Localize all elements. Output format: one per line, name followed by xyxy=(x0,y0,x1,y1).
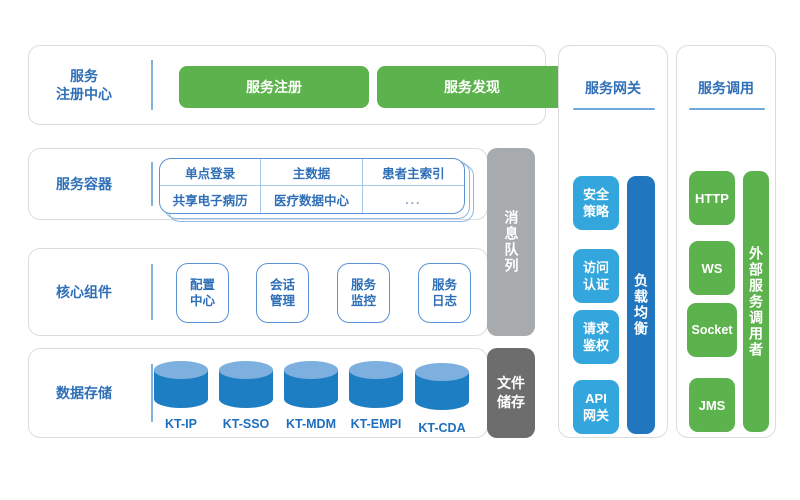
table-cell[interactable]: 患者主索引 xyxy=(362,159,464,186)
file-storage-box[interactable]: 文件 储存 xyxy=(487,348,535,438)
core-box-line-1: 配置 xyxy=(189,278,215,292)
panel-divider xyxy=(573,108,655,110)
label-line-1: 数据存储 xyxy=(56,385,112,401)
data-storage-card: 数据存储 KT-IP KT-SSO KT-MDM KT-EMPI KT-CDA xyxy=(28,348,488,438)
service-registry-label: 服务 注册中心 xyxy=(29,67,139,103)
gateway-tile-access-auth[interactable]: 访问 认证 xyxy=(573,249,619,303)
table-cell[interactable]: 单点登录 xyxy=(160,159,262,186)
cylinder-top xyxy=(219,361,273,379)
service-container-table: 单点登录 主数据 患者主索引 共享电子病历 医疗数据中心 ... xyxy=(159,158,465,214)
tile-line-1: API xyxy=(585,391,607,406)
tile-line-2: 网关 xyxy=(582,408,609,423)
core-components-label: 核心组件 xyxy=(29,283,139,301)
tile-line-1: JMS xyxy=(698,397,726,413)
service-gateway-panel: 服务网关 安全 策略 访问 认证 请求 鉴权 API 网关 负载均衡 xyxy=(558,45,668,438)
gateway-tile-security-policy[interactable]: 安全 策略 xyxy=(573,176,619,230)
tile-line-1: 请求 xyxy=(582,321,609,336)
tile-line-2: 鉴权 xyxy=(582,338,609,353)
row-divider xyxy=(151,162,153,206)
file-storage-line-2: 储存 xyxy=(497,394,525,410)
label-line-1: 服务容器 xyxy=(56,176,112,192)
core-box-line-2: 中心 xyxy=(189,294,215,308)
load-balancer-bar[interactable]: 负载均衡 xyxy=(627,176,655,434)
service-register-label: 服务注册 xyxy=(246,79,302,95)
core-box-line-2: 监控 xyxy=(350,294,376,308)
database-cylinder-kt-empi[interactable] xyxy=(349,361,403,413)
core-box-service-monitor[interactable]: 服务 监控 xyxy=(337,263,390,323)
service-registry-card: 服务 注册中心 服务注册 服务发现 xyxy=(28,45,567,125)
cylinder-top xyxy=(284,361,338,379)
service-register-button[interactable]: 服务注册 xyxy=(179,66,369,108)
tile-line-2: 认证 xyxy=(582,277,609,292)
service-invocation-panel: 服务调用 HTTP WS Socket JMS 外部服务调用者 xyxy=(676,45,776,438)
external-consumer-bar[interactable]: 外部服务调用者 xyxy=(743,171,769,432)
tile-line-1: HTTP xyxy=(695,190,729,206)
cylinder-top xyxy=(415,363,469,381)
row-divider xyxy=(151,60,153,110)
invocation-tile-ws[interactable]: WS xyxy=(689,241,735,295)
database-label-kt-ip: KT-IP xyxy=(165,417,197,431)
tile-line-1: WS xyxy=(701,260,723,276)
database-label-kt-sso: KT-SSO xyxy=(222,417,270,431)
gateway-tile-request-authz[interactable]: 请求 鉴权 xyxy=(573,310,619,364)
gateway-tile-api-gateway[interactable]: API 网关 xyxy=(573,380,619,434)
database-label-kt-empi: KT-EMPI xyxy=(350,417,402,431)
table-cell[interactable]: 共享电子病历 xyxy=(160,186,262,213)
message-queue-box[interactable]: 消息队列 xyxy=(487,148,535,336)
table-cell[interactable]: 医疗数据中心 xyxy=(261,186,363,213)
row-divider xyxy=(151,264,153,320)
label-line-1: 核心组件 xyxy=(56,284,112,300)
data-storage-label: 数据存储 xyxy=(29,384,139,402)
core-box-line-2: 日志 xyxy=(431,294,457,308)
cylinder-top xyxy=(154,361,208,379)
load-balancer-label: 负载均衡 xyxy=(633,273,649,337)
database-cylinder-kt-ip[interactable] xyxy=(154,361,208,413)
service-gateway-title: 服务网关 xyxy=(585,80,641,96)
cylinder-top xyxy=(349,361,403,379)
database-label-kt-mdm: KT-MDM xyxy=(286,417,336,431)
database-label-kt-cda: KT-CDA xyxy=(418,421,466,435)
service-discovery-label: 服务发现 xyxy=(444,79,500,95)
invocation-tile-jms[interactable]: JMS xyxy=(689,378,735,432)
panel-divider xyxy=(689,108,765,110)
core-box-line-1: 服务 xyxy=(350,278,376,292)
row-divider xyxy=(151,364,153,422)
file-storage-line-1: 文件 xyxy=(497,375,525,391)
database-cylinder-kt-mdm[interactable] xyxy=(284,361,338,413)
service-discovery-button[interactable]: 服务发现 xyxy=(377,66,567,108)
message-queue-label: 消息队列 xyxy=(503,210,520,274)
external-consumer-label: 外部服务调用者 xyxy=(748,245,764,358)
core-box-service-log[interactable]: 服务 日志 xyxy=(418,263,471,323)
database-cylinder-kt-cda[interactable] xyxy=(415,363,469,415)
invocation-tile-http[interactable]: HTTP xyxy=(689,171,735,225)
tile-line-1: Socket xyxy=(691,322,733,337)
core-box-line-2: 管理 xyxy=(269,294,295,308)
service-container-label: 服务容器 xyxy=(29,175,139,193)
service-container-card: 服务容器 单点登录 主数据 患者主索引 共享电子病历 医疗数据中心 ... xyxy=(28,148,488,222)
label-line-2: 注册中心 xyxy=(56,86,112,102)
core-box-session-management[interactable]: 会话 管理 xyxy=(256,263,309,323)
core-box-line-1: 服务 xyxy=(431,278,457,292)
tile-line-2: 策略 xyxy=(582,204,609,219)
core-box-line-1: 会话 xyxy=(269,278,295,292)
table-cell-more[interactable]: ... xyxy=(405,192,422,207)
core-box-config-center[interactable]: 配置 中心 xyxy=(176,263,229,323)
core-components-card: 核心组件 配置 中心 会话 管理 服务 监控 服务 日志 xyxy=(28,248,488,336)
label-line-1: 服务 xyxy=(70,68,98,84)
tile-line-1: 访问 xyxy=(582,260,609,275)
invocation-tile-socket[interactable]: Socket xyxy=(687,303,737,357)
table-cell[interactable]: 主数据 xyxy=(261,159,363,186)
service-invocation-title: 服务调用 xyxy=(698,80,754,96)
database-cylinder-kt-sso[interactable] xyxy=(219,361,273,413)
tile-line-1: 安全 xyxy=(582,187,609,202)
